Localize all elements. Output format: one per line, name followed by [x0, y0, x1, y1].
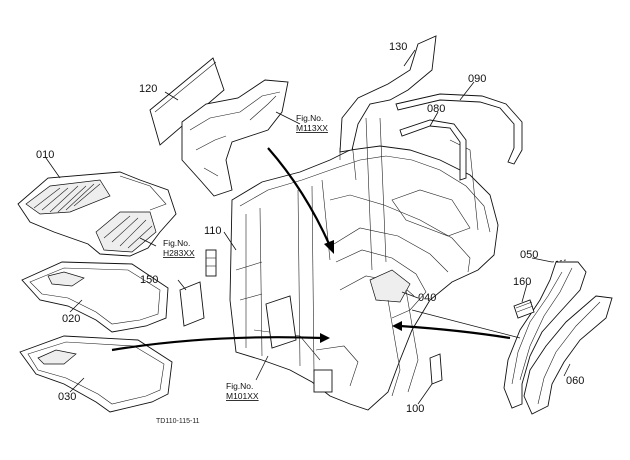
part-130-panel: [339, 35, 437, 153]
label-110: 110: [204, 225, 222, 237]
part-010-floor-mat: [17, 171, 177, 257]
fig-ref-code: H283XX: [163, 248, 195, 258]
label-120: 120: [139, 83, 157, 95]
fig-ref-title: Fig.No.: [163, 238, 190, 248]
label-010: 010: [36, 149, 54, 161]
fig-ref-code: M101XX: [226, 391, 259, 401]
label-030: 030: [58, 391, 76, 403]
label-050: 050: [520, 249, 538, 261]
part-100-plate: [429, 353, 443, 385]
label-160: 160: [513, 276, 531, 288]
label-090: 090: [468, 73, 486, 85]
label-100: 100: [406, 403, 424, 415]
label-150: 150: [140, 274, 158, 286]
fig-ref-title: Fig.No.: [226, 381, 253, 391]
label-040: 040: [418, 292, 436, 304]
fig-ref-m113: Fig.No. M113XX: [296, 113, 328, 133]
part-090-trim: [395, 93, 523, 165]
fig-ref-code: M113XX: [296, 123, 328, 133]
label-080: 080: [427, 103, 445, 115]
part-050-fender: [503, 261, 587, 409]
part-160-plate: [513, 299, 535, 319]
part-150-plate: [179, 281, 205, 327]
fig-ref-title: Fig.No.: [296, 113, 323, 123]
drawing-code: TD110-115-11: [156, 418, 200, 425]
part-020-mat: [21, 261, 169, 333]
part-labels: 120 130 090 080 010 110 150 020 030 040 …: [36, 41, 584, 415]
label-060: 060: [566, 375, 584, 387]
part-080-trim: [399, 119, 467, 181]
label-130: 130: [389, 41, 407, 53]
part-030-mat: [19, 335, 173, 413]
cab-frame: [229, 117, 499, 411]
fig-ref-m101: Fig.No. M101XX: [226, 381, 259, 401]
label-020: 020: [62, 313, 80, 325]
leader-lines: [45, 49, 571, 405]
fig-ref-h283: Fig.No. H283XX: [163, 238, 195, 258]
assembly-arrows: [111, 147, 511, 352]
part-060-fender: [523, 295, 613, 415]
rear-cover-m113: [181, 79, 289, 197]
part-120-panel: [149, 57, 225, 146]
